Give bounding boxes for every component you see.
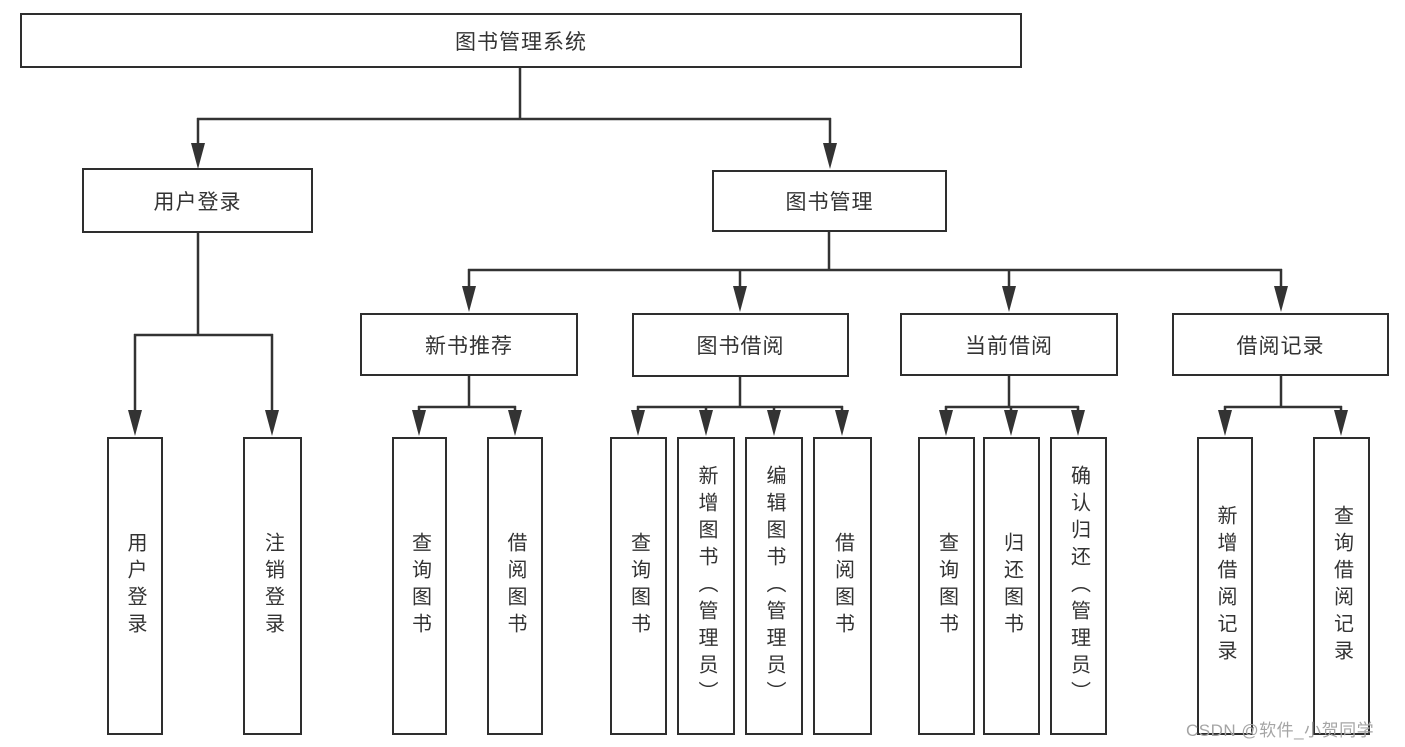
node-current-borrow: 当前借阅: [900, 313, 1118, 376]
node-new-book-recommend: 新书推荐: [360, 313, 578, 376]
leaf-borrow-books: 借阅图书: [813, 437, 872, 735]
leaf-query-books-recommend: 查询图书: [392, 437, 447, 735]
node-user-login-label: 用户登录: [153, 190, 242, 214]
node-new-book-recommend-label: 新书推荐: [425, 334, 513, 358]
leaf-query-books-recommend-label: 查询图书: [408, 532, 431, 640]
leaf-user-login-label: 用户登录: [124, 532, 146, 640]
node-borrow-records-label: 借阅记录: [1236, 334, 1325, 358]
leaf-user-login: 用户登录: [107, 437, 163, 735]
csdn-watermark: CSDN @软件_小贺同学: [1186, 721, 1375, 740]
leaf-add-books-admin: 新增图书（管理员）: [677, 437, 735, 735]
leaf-query-books-borrow: 查询图书: [610, 437, 667, 735]
leaf-logout-label: 注销登录: [261, 532, 284, 640]
leaf-confirm-return-admin-label: 确认归还（管理员）: [1067, 464, 1090, 708]
leaf-edit-books-admin: 编辑图书（管理员）: [745, 437, 803, 735]
node-root-library-system: 图书管理系统: [20, 13, 1022, 68]
arrowheads: [128, 143, 1348, 436]
leaf-add-books-admin-label: 新增图书（管理员）: [695, 464, 717, 708]
leaf-logout: 注销登录: [243, 437, 302, 735]
node-current-borrow-label: 当前借阅: [965, 334, 1053, 358]
leaf-borrow-books-label: 借阅图书: [831, 532, 854, 640]
leaf-add-borrow-record-label: 新增借阅记录: [1214, 505, 1236, 667]
node-borrow-records: 借阅记录: [1172, 313, 1389, 376]
leaf-return-books-label: 归还图书: [1000, 532, 1023, 640]
leaf-confirm-return-admin: 确认归还（管理员）: [1050, 437, 1107, 735]
leaf-query-books-current: 查询图书: [918, 437, 975, 735]
leaf-query-borrow-record-label: 查询借阅记录: [1330, 505, 1353, 667]
node-book-borrow-label: 图书借阅: [696, 335, 785, 358]
leaf-query-borrow-record: 查询借阅记录: [1313, 437, 1370, 735]
leaf-borrow-books-recommend-label: 借阅图书: [504, 532, 526, 640]
node-book-borrow: 图书借阅: [632, 313, 849, 377]
node-book-management-label: 图书管理: [785, 191, 874, 214]
leaf-edit-books-admin-label: 编辑图书（管理员）: [763, 464, 785, 708]
leaf-return-books: 归还图书: [983, 437, 1040, 735]
leaf-borrow-books-recommend: 借阅图书: [487, 437, 543, 735]
node-user-login: 用户登录: [82, 168, 313, 233]
leaf-query-books-current-label: 查询图书: [935, 532, 958, 640]
node-book-management: 图书管理: [712, 170, 947, 232]
leaf-add-borrow-record: 新增借阅记录: [1197, 437, 1253, 735]
node-root-label: 图书管理系统: [455, 30, 587, 54]
leaf-query-books-borrow-label: 查询图书: [627, 532, 650, 640]
